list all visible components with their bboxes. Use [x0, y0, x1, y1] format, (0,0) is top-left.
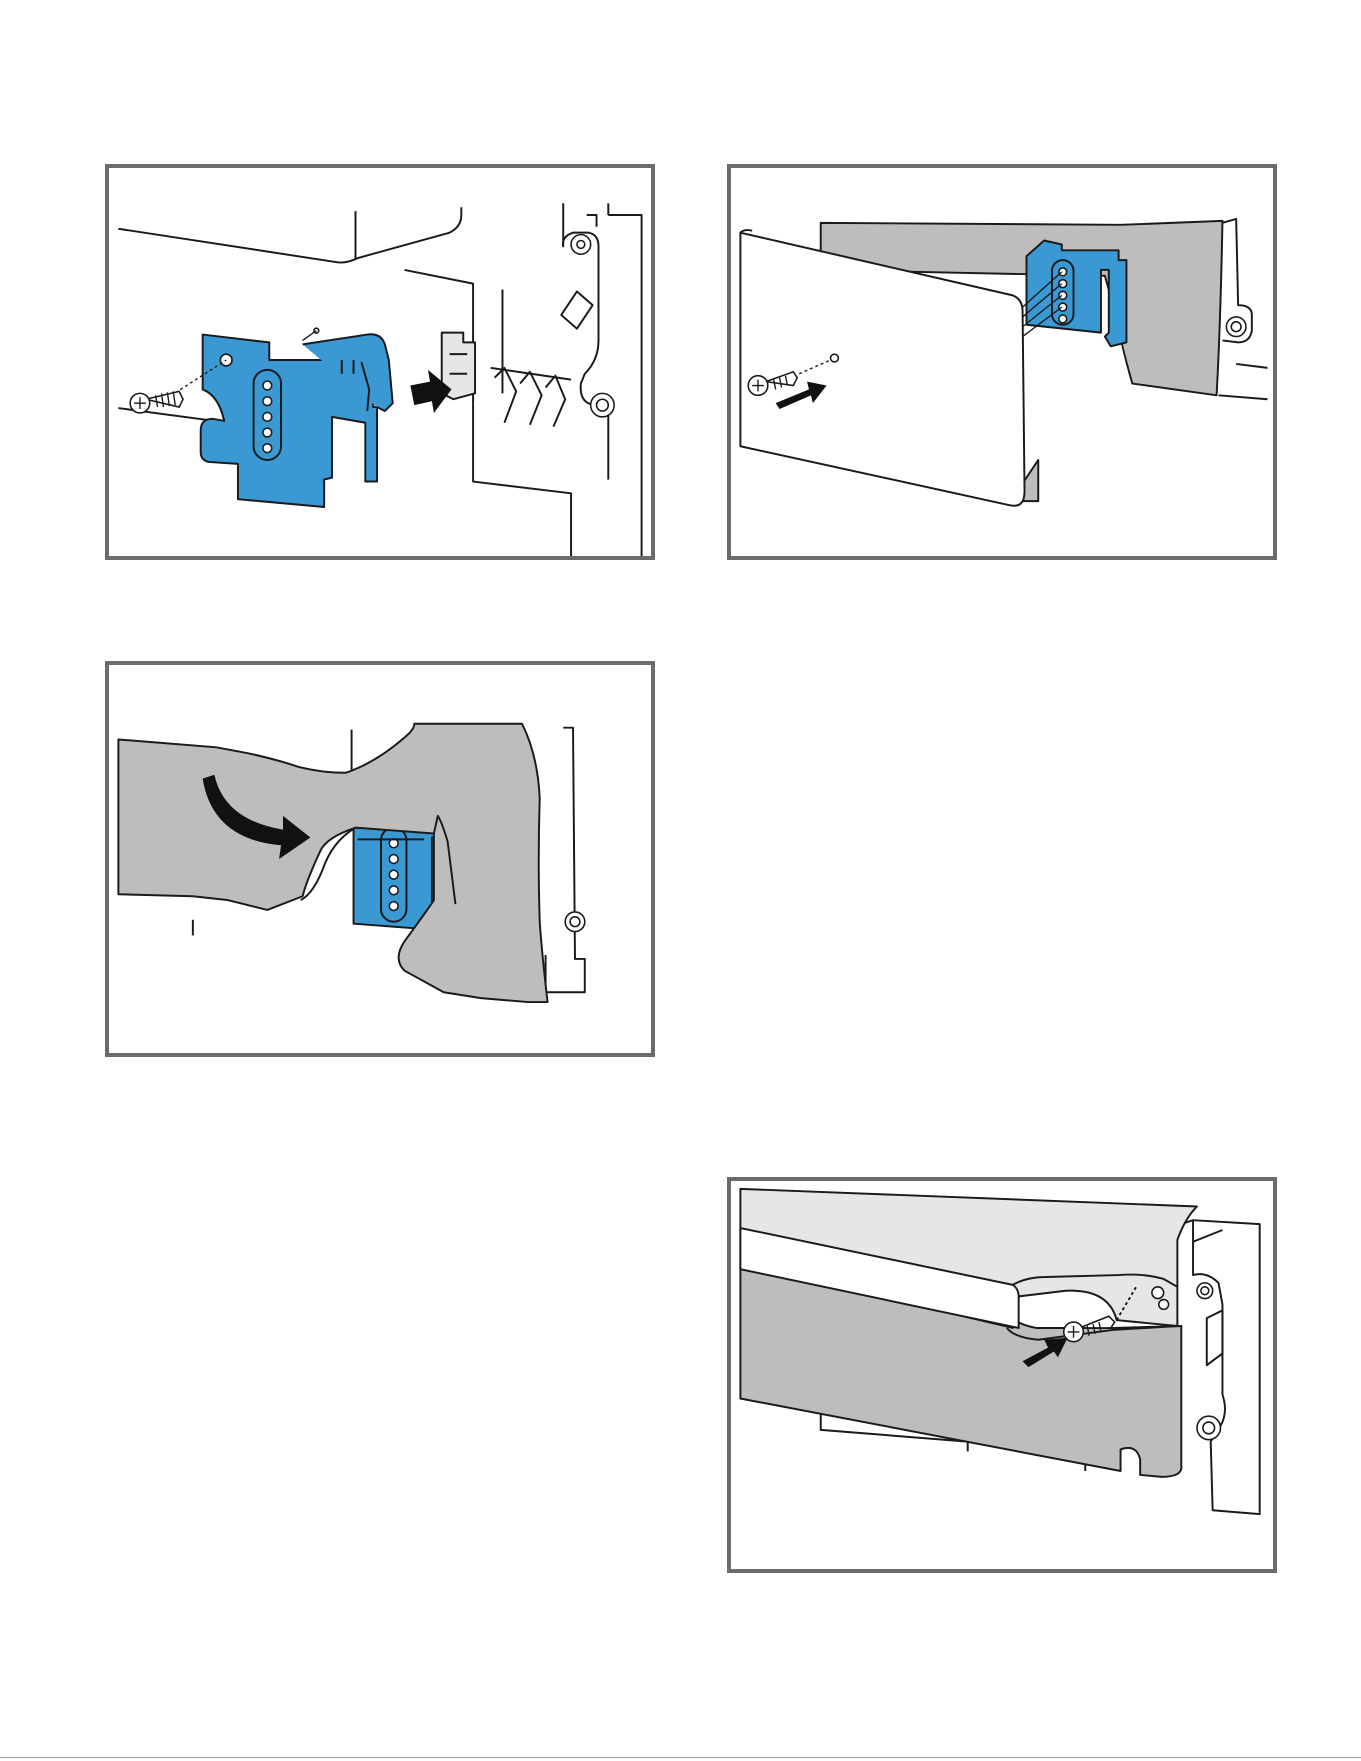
screw-icon: [130, 391, 183, 413]
panel-screw-icon: [731, 168, 1273, 556]
figure-panel-hook: [105, 661, 655, 1057]
figure-panel-screw: [727, 164, 1277, 560]
footer-rule: [0, 1757, 1361, 1758]
panel-hook-icon: [109, 665, 651, 1053]
figure-bottom-screw: [727, 1177, 1277, 1573]
figure-clip-mount: [105, 164, 655, 560]
bottom-screw-icon: [731, 1181, 1273, 1569]
clip-mount-icon: [109, 168, 651, 556]
